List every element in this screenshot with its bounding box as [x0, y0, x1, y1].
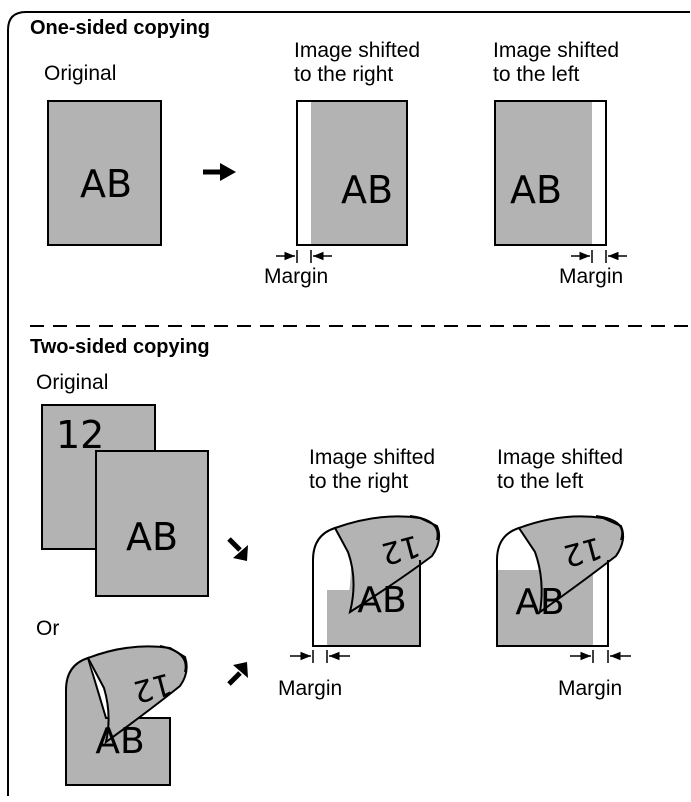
two-sided-original-label: Original — [36, 371, 109, 394]
two-sided-shift-left-label-line1: Image shifted — [497, 446, 624, 469]
two-sided-folded-original-front-text: AB — [95, 721, 144, 762]
two-sided-original-front-text: AB — [126, 515, 178, 559]
one-sided-shift-right-page-text: AB — [341, 168, 393, 212]
one-sided-right-margin-label: Margin — [264, 265, 329, 288]
two-sided-left-margin-label: Margin — [558, 677, 623, 700]
two-sided-arrow-up-icon — [227, 662, 248, 686]
one-sided-shift-left-label-line2: to the left — [493, 63, 580, 86]
two-sided-arrow-down-icon — [227, 537, 248, 561]
two-sided-shift-right-page — [312, 515, 441, 647]
one-sided-shift-left-page-text: AB — [510, 168, 562, 212]
outer-border — [7, 11, 690, 796]
two-sided-right-margin-indicator — [290, 650, 350, 663]
one-sided-original-page-text: AB — [80, 162, 132, 206]
one-sided-shift-left-page — [494, 100, 607, 246]
two-sided-heading: Two-sided copying — [30, 336, 210, 358]
two-sided-original-back-text: 12 — [56, 413, 104, 457]
one-sided-original-page — [47, 100, 162, 246]
two-sided-shift-left-page — [496, 515, 625, 647]
two-sided-shift-right-front-text: AB — [357, 580, 406, 621]
two-sided-original-front-page — [95, 450, 209, 597]
one-sided-right-margin-indicator — [276, 250, 332, 263]
one-sided-shift-right-label-line2: to the right — [294, 63, 394, 86]
two-sided-shift-right-label-line1: Image shifted — [309, 446, 436, 469]
one-sided-shift-right-label-line1: Image shifted — [294, 39, 421, 62]
two-sided-folded-original — [65, 645, 188, 786]
one-sided-left-margin-indicator — [571, 250, 627, 263]
one-sided-shift-right-page — [296, 100, 408, 246]
two-sided-shift-left-front-text: AB — [515, 582, 564, 623]
two-sided-right-margin-label: Margin — [278, 677, 343, 700]
two-sided-shift-right-label-line2: to the right — [309, 470, 409, 493]
one-sided-arrow-icon — [203, 163, 236, 181]
two-sided-or-label: Or — [36, 617, 60, 640]
two-sided-shift-left-label-line2: to the left — [497, 470, 584, 493]
one-sided-shift-left-label-line1: Image shifted — [493, 39, 620, 62]
one-sided-left-margin-label: Margin — [559, 265, 624, 288]
one-sided-heading: One-sided copying — [30, 17, 211, 39]
one-sided-original-label: Original — [44, 62, 117, 85]
two-sided-left-margin-indicator — [570, 650, 631, 663]
